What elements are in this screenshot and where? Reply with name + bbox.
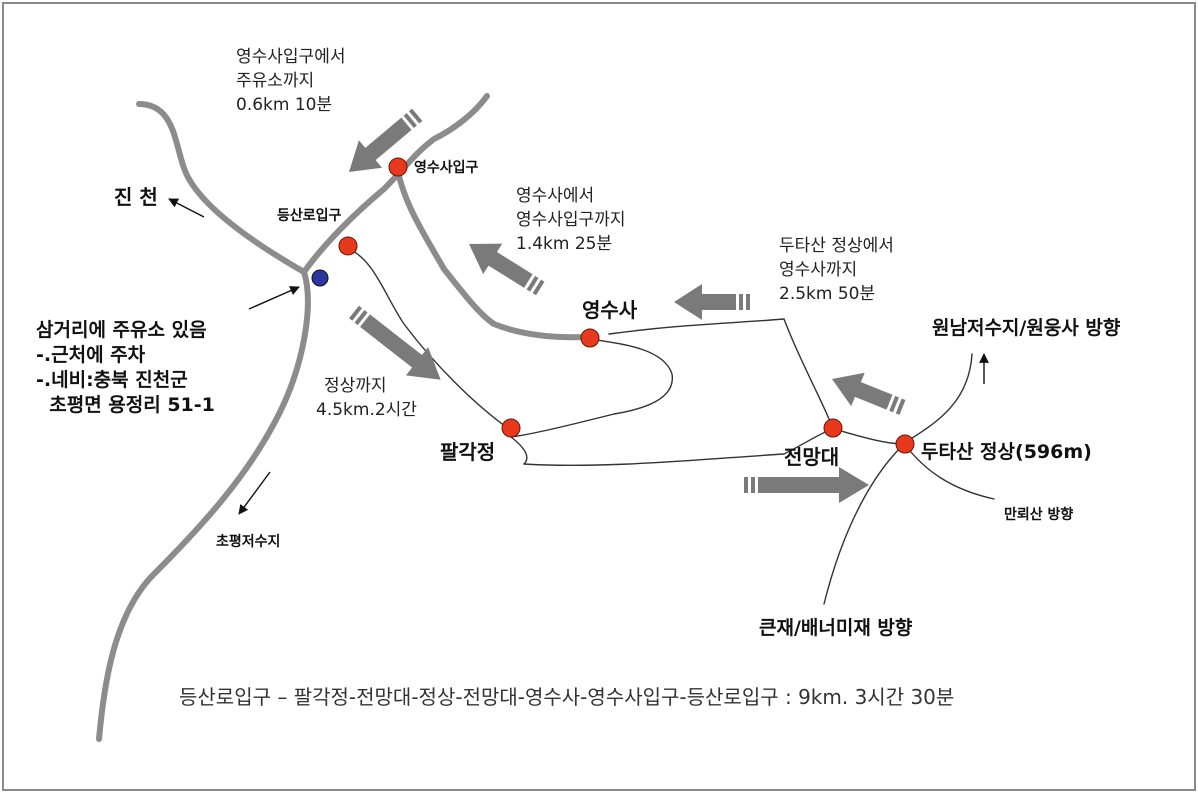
trail-palgakjeong-to-jeonmangdae — [523, 428, 833, 467]
palgakjeong-marker — [501, 418, 521, 438]
trail-to-keunje — [823, 445, 903, 605]
trail-jeonmangdae-to-summit — [833, 428, 905, 445]
svg-text:정상까지: 정상까지 — [324, 376, 387, 396]
main-road — [96, 101, 311, 742]
svg-text:초평면 용정리 51-1: 초평면 용정리 51-1 — [36, 394, 215, 416]
svg-text:영수사입구까지: 영수사입구까지 — [516, 210, 625, 230]
svg-text:삼거리에 주유소 있음: 삼거리에 주유소 있음 — [36, 319, 207, 341]
arrow-to-chopyeong — [238, 471, 271, 515]
yeongsusa-entrance-marker — [388, 157, 408, 177]
label-jincheon: 진 천 — [114, 185, 158, 209]
svg-text:영수사입구에서: 영수사입구에서 — [236, 47, 345, 67]
summit-marker — [895, 434, 915, 454]
segment-temple-to-entrance: 영수사에서 영수사입구까지 1.4km 25분 — [516, 186, 625, 254]
trail-to-manroesan — [905, 445, 995, 500]
svg-text:두타산 정상에서: 두타산 정상에서 — [779, 236, 894, 256]
jeonmangdae-marker — [823, 418, 843, 438]
segment-to-summit: 정상까지 4.5km.2시간 — [316, 376, 417, 420]
trail-to-wonnam — [905, 353, 973, 443]
direction-arrow-toward-jeonmangdae — [832, 372, 906, 415]
label-yeongsusa-entrance: 영수사입구 — [414, 159, 479, 176]
svg-text:-.네비:충북 진천군: -.네비:충북 진천군 — [36, 369, 188, 391]
trail-temple-loop — [509, 338, 673, 465]
map-canvas: 진 천 등산로입구 영수사입구 영수사 팔각정 전망대 두타산 정상(596m)… — [36, 47, 1121, 742]
svg-text:-.근처에 주차: -.근처에 주차 — [36, 344, 146, 366]
arrow-to-intersection — [248, 286, 300, 310]
direction-arrow-to-temple — [674, 284, 750, 320]
route-summary: 등산로입구 – 팔각정-전망대-정상-전망대-영수사-영수사입구-등산로입구 :… — [179, 685, 954, 709]
yeongsusa-marker — [580, 328, 600, 348]
label-manroesan: 만뢰산 방향 — [1004, 506, 1073, 523]
direction-arrow-to-entrance — [469, 243, 545, 296]
road-to-yeongsusa-entrance — [301, 93, 490, 275]
direction-arrow-to-summit — [744, 467, 869, 503]
svg-text:영수사까지: 영수사까지 — [779, 260, 857, 280]
svg-text:2.5km 50분: 2.5km 50분 — [779, 284, 875, 304]
label-trailhead: 등산로입구 — [277, 207, 342, 224]
svg-text:주유소까지: 주유소까지 — [236, 71, 314, 91]
label-chopyeong: 초평저수지 — [216, 533, 280, 550]
label-summit: 두타산 정상(596m) — [921, 441, 1092, 463]
segment-entrance-to-fuel: 영수사입구에서 주유소까지 0.6km 10분 — [236, 47, 345, 115]
trail-temple-to-summit-ridge — [608, 318, 833, 427]
svg-text:0.6km 10분: 0.6km 10분 — [236, 95, 332, 115]
trail-trailhead-to-palgakjeong — [346, 247, 510, 430]
label-keunje: 큰재/배너미재 방향 — [759, 617, 913, 639]
label-palgakjeong: 팔각정 — [440, 440, 495, 464]
direction-arrow-to-summit-path — [349, 305, 441, 380]
svg-text:1.4km 25분: 1.4km 25분 — [516, 234, 612, 254]
arrow-to-jincheon — [168, 198, 205, 218]
label-wonnam: 원남저수지/원웅사 방향 — [932, 317, 1121, 339]
label-yeongsusa: 영수사 — [582, 298, 638, 322]
fuel-station-marker — [311, 269, 329, 287]
label-jeonmangdae: 전망대 — [784, 445, 839, 469]
segment-summit-to-temple: 두타산 정상에서 영수사까지 2.5km 50분 — [779, 236, 894, 304]
road-to-yeongsusa — [394, 164, 590, 341]
direction-arrow-to-fuel — [349, 108, 423, 172]
intersection-note: 삼거리에 주유소 있음 -.근처에 주차 -.네비:충북 진천군 초평면 용정리… — [36, 319, 215, 416]
svg-text:영수사에서: 영수사에서 — [516, 186, 594, 206]
trailhead-marker — [338, 236, 358, 256]
svg-text:4.5km.2시간: 4.5km.2시간 — [316, 400, 417, 420]
